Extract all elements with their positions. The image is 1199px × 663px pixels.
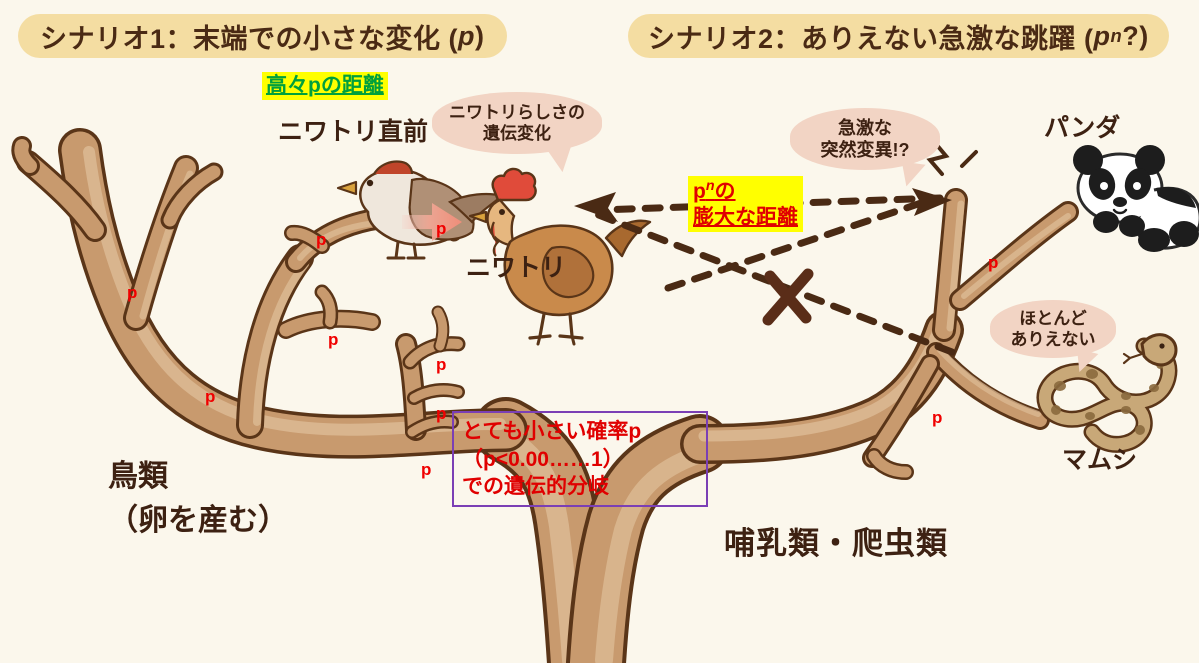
p-marker: p — [421, 460, 432, 479]
pn-note-exponent: n — [705, 178, 715, 194]
label-pre-chicken: ニワトリ直前 — [278, 118, 429, 146]
dashed-arrow-heads — [574, 188, 952, 222]
bubble-mutation-line2: 突然変異!? — [820, 140, 910, 160]
impact-squiggle-icon — [926, 142, 978, 176]
p-marker: p — [316, 230, 327, 249]
bubble-genetic-line2: 遺伝変化 — [483, 124, 551, 143]
scenario2-title-var: p — [1093, 20, 1111, 51]
scenario1-title: シナリオ1：末端での小さな変化 (p) — [18, 14, 507, 58]
takadaka-distance-note: 高々pの距離 — [262, 72, 388, 100]
scenario1-title-prefix: シナリオ1：末端での小さな変化 ( — [40, 23, 459, 54]
label-chicken: ニワトリ — [466, 254, 567, 282]
mamushi-snake-illustration — [1036, 333, 1178, 453]
scenario1-title-var: p — [458, 20, 476, 51]
p-marker: p — [988, 253, 999, 272]
label-birds-line2: （卵を産む） — [108, 503, 288, 537]
bubble-sudden-mutation: 急激な 突然変異!? — [790, 108, 940, 189]
sparrow-illustration — [336, 160, 505, 260]
scenario2-title-prefix: シナリオ2：ありえない急激な跳躍 ( — [648, 23, 1094, 54]
pn-note-base: p — [693, 180, 706, 203]
pn-note-line2: 膨大な距離 — [693, 205, 798, 229]
bubble-genetic-line1: ニワトリらしさの — [449, 102, 585, 122]
label-birds-line1: 鳥類 — [108, 460, 168, 493]
probability-line2: （p<0.00……1） — [462, 447, 624, 471]
scenario2-title-suffix: ?) — [1122, 20, 1149, 51]
bubble-genetic-change: ニワトリらしさの 遺伝変化 — [432, 92, 602, 175]
bubble-tail — [547, 145, 577, 175]
pn-note-particle: の — [714, 180, 736, 203]
p-marker: p — [205, 387, 216, 406]
label-birds-clade: 鳥類 （卵を産む） — [108, 455, 288, 542]
p-marker: p — [436, 404, 447, 423]
bubble-tail — [898, 161, 926, 189]
evolution-arrow-icon — [402, 203, 462, 241]
probability-callout-box: とても小さい確率p （p<0.00……1） での遺伝的分岐 — [452, 411, 708, 507]
p-marker: p — [328, 330, 339, 349]
label-mammals-reptiles-clade: 哺乳類・爬虫類 — [724, 526, 948, 561]
bubble-almost-impossible: ほとんど ありえない — [990, 300, 1116, 376]
p-marker: p — [932, 408, 943, 427]
scenario1-title-suffix: ) — [475, 20, 485, 51]
probability-line3: での遺伝的分岐 — [462, 475, 609, 499]
label-panda: パンダ — [1044, 114, 1121, 142]
bubble-impossible-line1: ほとんど — [1019, 308, 1087, 328]
p-marker: p — [436, 355, 447, 374]
scenario2-title-sup: n — [1110, 25, 1123, 46]
bubble-impossible-line2: ありえない — [1010, 330, 1096, 349]
mammal-reptile-clade-branches — [680, 188, 1079, 480]
pn-huge-distance-note: pnの 膨大な距離 — [688, 176, 803, 233]
bubble-mutation-line1: 急激な — [838, 117, 892, 138]
probability-line1: とても小さい確率p — [462, 420, 642, 443]
label-mamushi: マムシ — [1062, 446, 1138, 474]
p-marker: p — [127, 283, 138, 302]
p-marker: p — [436, 219, 447, 238]
tree-trunk — [473, 397, 730, 663]
panda-illustration — [1073, 145, 1199, 252]
impossible-cross-mark-icon — [762, 268, 814, 326]
